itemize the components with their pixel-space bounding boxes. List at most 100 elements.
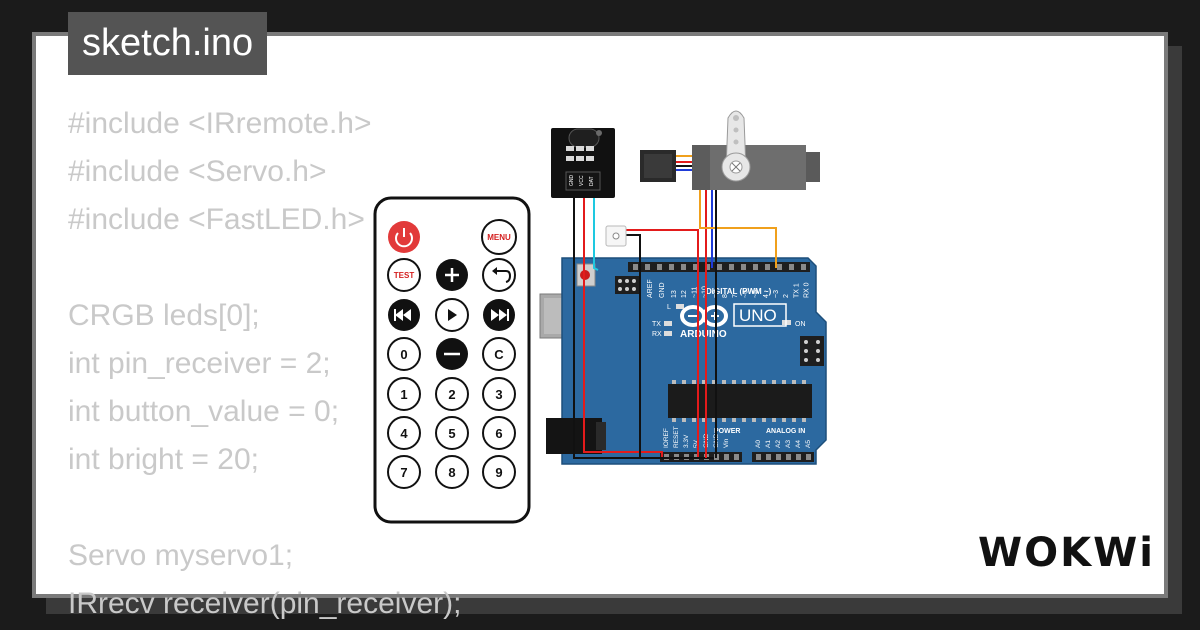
key-0-label: 0 [400, 347, 407, 362]
analog-header-label: ANALOG IN [766, 428, 805, 435]
digital-pin-label: 2 [783, 294, 790, 298]
key-9-label: 9 [495, 465, 502, 480]
remote-play-button[interactable] [435, 298, 469, 332]
digital-pin-label: 12 [681, 290, 688, 298]
code-line: int button_value = 0; [68, 395, 340, 428]
play-icon [448, 309, 457, 321]
rewind-icon [395, 309, 411, 321]
remote-key-3[interactable]: 3 [482, 377, 516, 411]
remote-rewind-button[interactable] [388, 299, 420, 331]
digital-pin-label: 7 [732, 294, 739, 298]
arduino-brand: ARDUINO [680, 329, 727, 340]
key-6-label: 6 [495, 426, 502, 441]
code-line: #include <FastLED.h> [68, 203, 365, 236]
remote-key-5[interactable]: 5 [435, 416, 469, 450]
digital-pin-label: ~6 [742, 290, 749, 298]
key-2-label: 2 [448, 387, 455, 402]
remote-power-button[interactable] [388, 221, 420, 253]
code-line: IRrecv receiver(pin_receiver); [68, 587, 462, 620]
ir-receiver-module[interactable]: GND VCC DAT [551, 128, 615, 198]
remote-key-7[interactable]: 7 [387, 455, 421, 489]
pin-label-gnd: GND [659, 282, 666, 298]
key-8-label: 8 [448, 465, 455, 480]
digital-pwm-label: DIGITAL (PWM ~) [706, 287, 772, 296]
remote-key-8[interactable]: 8 [435, 455, 469, 489]
servo-motor[interactable] [640, 110, 820, 190]
wire-ir-data [593, 195, 599, 271]
led-rx-label: RX [652, 331, 662, 338]
test-label: TEST [394, 271, 415, 280]
power-pin-label: IOREF [663, 428, 670, 448]
remote-minus-button[interactable] [436, 338, 468, 370]
digital-pin-label: RX 0 [804, 282, 811, 298]
key-1-label: 1 [400, 387, 407, 402]
ir-pin-vcc: VCC [579, 175, 585, 186]
analog-pin-label: A5 [805, 440, 812, 448]
plus-icon [445, 268, 459, 282]
led-l [676, 304, 684, 309]
digital-pin-label: TX 1 [793, 283, 800, 298]
code-line: #include <IRremote.h> [68, 107, 372, 140]
remote-key-4[interactable]: 4 [387, 416, 421, 450]
led-l-label: L [667, 304, 671, 311]
analog-header [752, 452, 814, 462]
remote-key-2[interactable]: 2 [435, 377, 469, 411]
wire-led-gnd [620, 234, 714, 459]
power-icon [395, 232, 413, 248]
digital-pin-label: 4 [763, 294, 770, 298]
fast-forward-icon [491, 309, 507, 321]
wire-led-5v [616, 229, 699, 458]
menu-label: MENU [487, 233, 511, 242]
remote-fast-forward-button[interactable] [483, 299, 515, 331]
digital-pin-label: ~3 [773, 290, 780, 298]
code-line: Servo myservo1; [68, 539, 294, 572]
wokwi-logo: WOKWi [978, 530, 1155, 576]
remote-key-c[interactable]: C [482, 337, 516, 371]
key-4-label: 4 [400, 426, 408, 441]
led-tx [664, 321, 672, 326]
ir-remote[interactable]: MENU TEST [373, 196, 531, 524]
digital-pin-label: 8 [722, 294, 729, 298]
digital-pin-label: ~5 [753, 290, 760, 298]
remote-key-9[interactable]: 9 [482, 455, 516, 489]
led-on-label: ON [795, 321, 806, 328]
led-tx-label: TX [652, 321, 661, 328]
power-pin-label: 3.3V [683, 434, 690, 448]
power-pin-label: Vin [723, 438, 730, 448]
pin-label-aref: AREF [647, 279, 654, 298]
code-line: int bright = 20; [68, 443, 259, 476]
ir-pin-gnd: GND [569, 175, 575, 187]
code-line: int pin_receiver = 2; [68, 347, 331, 380]
key-3-label: 3 [495, 387, 502, 402]
digital-pin-label: 13 [671, 290, 678, 298]
back-icon [494, 270, 512, 283]
remote-key-6[interactable]: 6 [482, 416, 516, 450]
led-rx [664, 331, 672, 336]
remote-plus-button[interactable] [436, 259, 468, 291]
remote-key-1[interactable]: 1 [387, 377, 421, 411]
code-preview: #include <IRremote.h> #include <Servo.h>… [68, 100, 461, 628]
arduino-model: UNO [739, 306, 777, 325]
key-7-label: 7 [400, 465, 407, 480]
key-5-label: 5 [448, 426, 455, 441]
analog-pin-label: A1 [765, 440, 772, 448]
wire-ir-vcc [583, 195, 663, 458]
remote-back-button[interactable] [482, 258, 516, 292]
remote-key-0[interactable]: 0 [387, 337, 421, 371]
analog-pin-label: A3 [785, 440, 792, 448]
remote-test-button[interactable]: TEST [387, 258, 421, 292]
power-pin-label: 5V [693, 439, 700, 448]
neopixel-led[interactable] [605, 225, 627, 247]
key-c-label: C [494, 347, 504, 362]
power-header-label: POWER [714, 428, 740, 435]
code-line: #include <Servo.h> [68, 155, 327, 188]
remote-menu-button[interactable]: MENU [481, 219, 517, 255]
wire-ir-gnd [573, 195, 660, 459]
power-pin-label: RESET [673, 426, 680, 448]
filename-tab[interactable]: sketch.ino [68, 12, 268, 75]
ir-pin-dat: DAT [589, 176, 595, 186]
analog-pin-label: A4 [795, 440, 802, 448]
